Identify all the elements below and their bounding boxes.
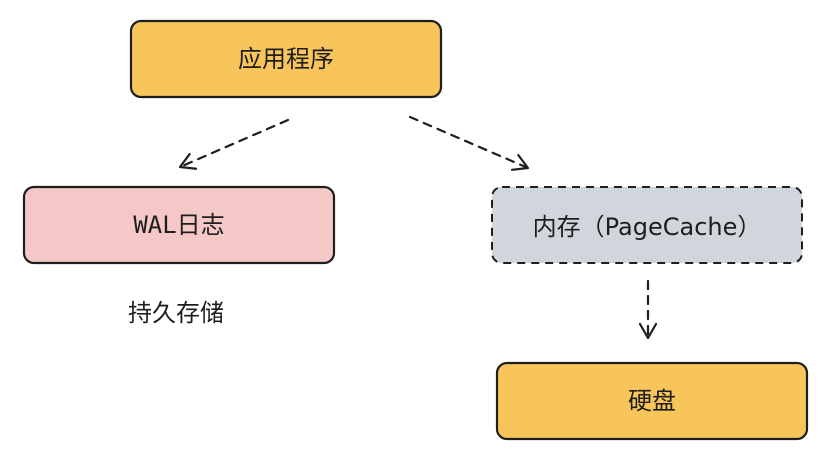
app-node: 应用程序: [129, 19, 443, 99]
memory-node-box: [491, 186, 803, 264]
wal-node-box: [22, 185, 336, 265]
disk-node-label: 硬盘: [628, 387, 676, 415]
app-node-label: 应用程序: [238, 45, 334, 73]
wal-node: WAL日志: [22, 185, 336, 265]
arrow-app-to-wal: [178, 118, 290, 170]
wal-persistence-note: 持久存储: [128, 299, 224, 327]
disk-node-box: [495, 361, 809, 441]
memory-node: 内存（PageCache）: [491, 186, 803, 264]
arrow-app-to-memory: [408, 115, 530, 171]
disk-node: 硬盘: [495, 361, 809, 441]
app-node-box: [129, 19, 443, 99]
wal-node-label: WAL日志: [133, 211, 224, 239]
memory-node-label: 内存（PageCache）: [533, 213, 762, 241]
